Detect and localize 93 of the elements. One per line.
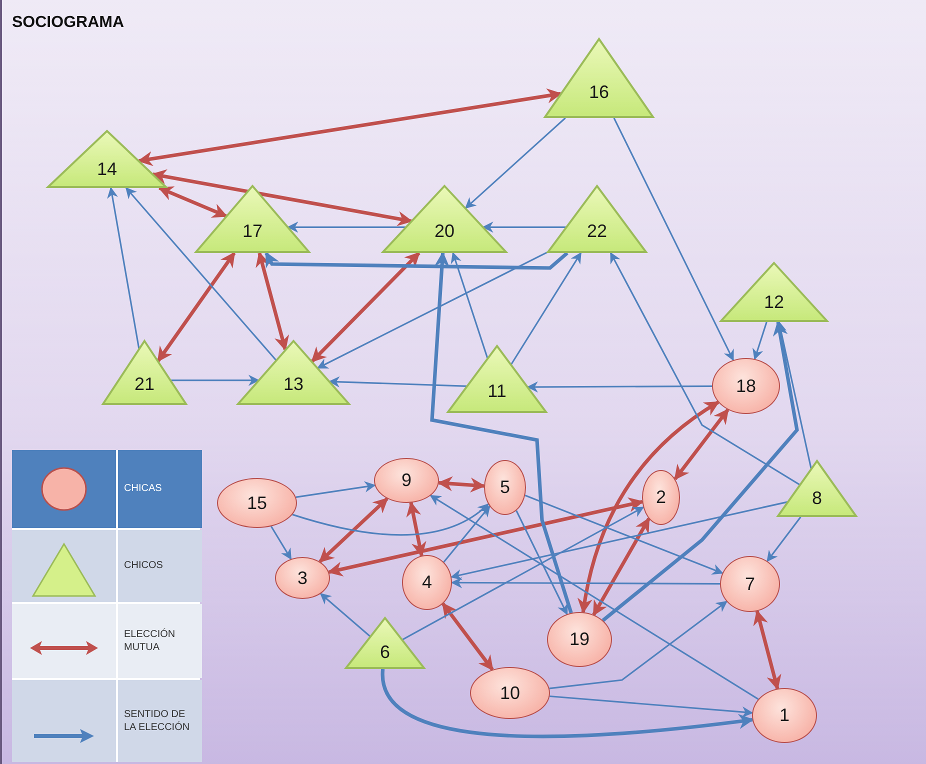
arrow xyxy=(613,118,734,362)
mutual-arrow xyxy=(437,476,486,493)
arrow xyxy=(316,251,548,369)
mutual-arrow xyxy=(406,501,426,558)
node-number: 16 xyxy=(588,82,610,102)
node-number: 21 xyxy=(134,374,155,394)
diagram-title: SOCIOGRAMA xyxy=(12,14,124,32)
arrow xyxy=(549,600,728,690)
ellipse-node xyxy=(217,478,297,528)
ellipse-node xyxy=(720,556,780,612)
arrow xyxy=(450,501,788,580)
triangle-node xyxy=(47,130,167,188)
triangle-node xyxy=(195,185,310,253)
arrow xyxy=(752,322,768,360)
mutual-arrow xyxy=(256,252,290,351)
ellipse-node xyxy=(275,557,330,599)
arrow xyxy=(107,186,140,349)
triangle-node xyxy=(777,460,857,517)
arrow xyxy=(450,252,488,358)
legend-label: CHICAS xyxy=(124,482,162,496)
arrow xyxy=(430,252,573,614)
arrow xyxy=(510,252,582,365)
node-number: 22 xyxy=(586,220,608,242)
mutual-arrow xyxy=(318,497,388,564)
mutual-arrow xyxy=(441,602,494,671)
mutual-arrow xyxy=(158,186,228,218)
arrow xyxy=(287,222,406,233)
triangle-node xyxy=(547,185,647,253)
arrow xyxy=(430,494,759,700)
arrow xyxy=(526,381,712,393)
mutual-arrow xyxy=(327,497,644,576)
node-number: 13 xyxy=(283,374,304,394)
ellipse-node xyxy=(642,470,680,525)
arrow xyxy=(602,320,799,622)
node-number: 6 xyxy=(380,642,390,662)
triangle-node xyxy=(102,340,187,405)
arrow xyxy=(381,668,754,738)
legend-label: SENTIDO DE LA ELECCIÓN xyxy=(124,708,191,734)
triangle-node xyxy=(544,38,654,118)
arrow xyxy=(320,593,371,637)
node-number: 15 xyxy=(246,492,268,514)
node-number: 5 xyxy=(500,477,510,498)
node-number: 17 xyxy=(242,220,263,242)
legend-label: ELECCIÓN MUTUA xyxy=(124,628,176,654)
node-number: 8 xyxy=(812,488,822,509)
mutual-arrow xyxy=(156,252,236,362)
node-number: 18 xyxy=(736,376,756,396)
mutual-arrow xyxy=(578,400,720,614)
arrow xyxy=(610,252,800,486)
node-number: 1 xyxy=(779,705,790,726)
ellipse-node xyxy=(712,358,780,414)
ellipse-node xyxy=(374,458,439,503)
arrow xyxy=(482,222,566,233)
triangle-node xyxy=(382,185,507,253)
node-number: 11 xyxy=(488,380,506,402)
ellipse-node xyxy=(484,460,526,515)
arrow xyxy=(296,481,376,498)
node-number: 20 xyxy=(434,220,455,242)
ellipse-node xyxy=(402,555,452,610)
mutual-arrow xyxy=(753,610,782,690)
node-number: 7 xyxy=(744,574,755,594)
node-number: 3 xyxy=(297,568,308,588)
arrow xyxy=(516,510,568,616)
node-number: 4 xyxy=(422,572,432,593)
mutual-arrow xyxy=(674,408,730,480)
node-number: 12 xyxy=(764,292,784,313)
arrow xyxy=(766,516,802,562)
arrow xyxy=(270,526,292,560)
mutual-arrow xyxy=(137,88,562,166)
arrow xyxy=(264,252,568,270)
node-number: 10 xyxy=(500,682,520,704)
triangle-node xyxy=(447,345,547,413)
arrow xyxy=(524,494,724,575)
arrow xyxy=(328,376,467,388)
triangle-node xyxy=(237,340,350,405)
mutual-arrow xyxy=(310,252,420,363)
node-number: 19 xyxy=(569,629,590,650)
triangle-node xyxy=(345,617,425,669)
triangle-node xyxy=(720,262,828,322)
arrow xyxy=(125,187,277,361)
mutual-arrow xyxy=(592,517,650,616)
legend-label: CHICOS xyxy=(124,559,163,573)
mutual-arrow xyxy=(151,169,413,226)
arrow xyxy=(443,505,490,563)
node-number: 9 xyxy=(401,470,412,491)
arrow xyxy=(402,506,644,640)
arrow xyxy=(170,374,260,386)
arrow xyxy=(550,695,754,718)
node-number: 2 xyxy=(656,487,666,508)
node-number: 14 xyxy=(96,158,118,180)
arrow xyxy=(292,503,490,536)
arrow xyxy=(450,577,720,588)
arrow xyxy=(464,117,566,209)
